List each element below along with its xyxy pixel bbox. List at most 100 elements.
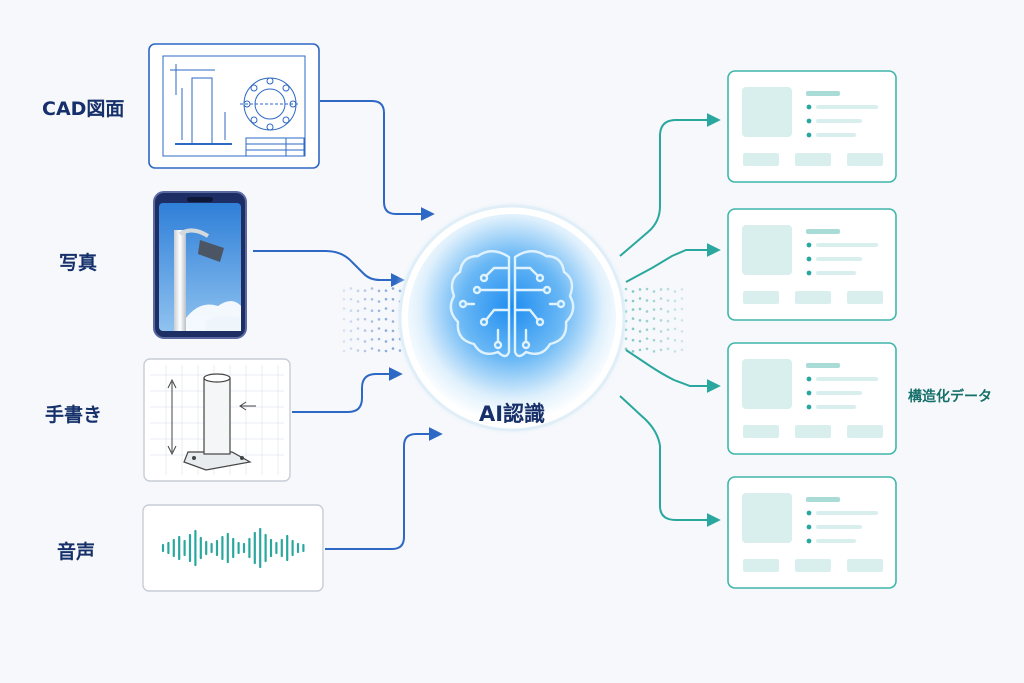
arrow-handwritten-to-ai: [292, 367, 403, 413]
photo-streetlight-icon: [159, 197, 241, 331]
particle-dot: [384, 297, 388, 301]
structured-data-card: [727, 342, 897, 455]
particle-dot: [342, 297, 346, 301]
particle-dot: [356, 337, 360, 341]
particle-dot: [370, 309, 374, 313]
particle-dot: [638, 288, 642, 291]
particle-dot: [363, 289, 367, 292]
particle-dot: [370, 329, 374, 333]
particle-dot: [638, 297, 642, 300]
particle-dot: [363, 297, 367, 301]
particle-dot: [363, 317, 367, 321]
particle-dot: [342, 349, 346, 353]
handwritten-card: [143, 358, 291, 482]
ai-recognition-core: [390, 196, 634, 440]
particle-dot: [652, 299, 656, 303]
arrow-ai-to-card-4: [619, 395, 721, 527]
particle-dot: [342, 307, 346, 310]
particle-dot: [370, 347, 374, 350]
particle-dot: [666, 328, 670, 332]
particle-dot: [673, 338, 677, 342]
particle-dot: [384, 340, 388, 343]
particle-dot: [680, 339, 684, 343]
particle-dot: [377, 337, 381, 341]
particle-dot: [363, 329, 367, 332]
particle-dot: [680, 297, 684, 300]
particle-dot: [349, 347, 353, 350]
cad-drawing-card: [148, 43, 320, 169]
particle-dot: [666, 347, 670, 351]
particle-dot: [384, 329, 388, 332]
particle-dot: [680, 307, 684, 311]
structured-data-card-icon: [742, 87, 883, 166]
particle-dot: [659, 319, 663, 322]
particle-dot: [370, 320, 374, 323]
particle-dot: [680, 319, 684, 322]
particle-dot: [652, 327, 656, 331]
particle-dot: [356, 349, 360, 352]
particle-dot: [645, 287, 649, 291]
particle-dot: [673, 299, 677, 303]
particle-dot: [638, 307, 642, 311]
particle-dot: [349, 320, 353, 323]
particle-dot: [363, 349, 367, 353]
particle-dot: [384, 349, 388, 353]
arrow-ai-to-card-2: [625, 243, 721, 283]
particle-dot: [377, 289, 381, 293]
particle-dot: [349, 297, 353, 301]
arrow-audio-to-ai: [325, 427, 443, 550]
particle-dot: [370, 338, 374, 341]
particle-dot: [638, 330, 642, 333]
photo-card: [153, 191, 247, 339]
particle-dot: [666, 337, 670, 340]
particle-dot: [659, 288, 663, 291]
particle-dot: [342, 329, 346, 332]
particle-dot: [673, 327, 677, 331]
particle-dot: [659, 307, 663, 311]
particle-dot: [680, 348, 684, 352]
particle-dot: [349, 309, 353, 313]
input-label-handwritten: 手書き: [45, 404, 103, 426]
arrow-photo-to-ai: [253, 250, 405, 287]
particle-dot: [384, 307, 388, 310]
particle-dot: [363, 340, 367, 343]
particle-dot: [342, 289, 346, 292]
output-label-structured-data: 構造化データ: [908, 389, 992, 405]
particle-dot: [384, 289, 388, 292]
particle-dot: [356, 327, 360, 330]
particle-dot: [377, 349, 381, 352]
particle-dot: [631, 290, 635, 293]
particle-dot: [673, 317, 677, 320]
particle-dot: [659, 348, 663, 352]
particle-dot: [377, 327, 381, 330]
structured-data-card: [727, 70, 897, 183]
particle-dot: [377, 300, 381, 303]
particle-dot: [631, 350, 635, 353]
cad-drawing-icon: [162, 55, 306, 157]
audio-card: [142, 504, 324, 592]
particle-dot: [666, 299, 670, 302]
particle-dot: [370, 287, 374, 290]
input-label-cad: CAD図面: [42, 98, 125, 120]
brain-circuit-icon: [449, 250, 575, 358]
particle-dot: [645, 328, 649, 332]
arrow-cad-to-ai: [320, 100, 435, 221]
structured-data-card-icon: [742, 359, 883, 438]
particle-dot: [652, 317, 656, 320]
particle-dot: [659, 297, 663, 300]
handwritten-sketch-icon: [150, 365, 284, 475]
particle-dot: [377, 318, 381, 321]
particle-dot: [666, 319, 670, 323]
particle-dot: [645, 310, 649, 313]
particle-dot: [356, 300, 360, 303]
particle-dot: [356, 289, 360, 293]
particle-dot: [652, 338, 656, 342]
input-label-audio: 音声: [57, 541, 96, 563]
particle-dot: [363, 307, 367, 310]
particle-dot: [673, 308, 677, 311]
input-label-photo: 写真: [59, 252, 98, 274]
particle-dot: [659, 339, 663, 343]
arrow-ai-to-card-3: [625, 349, 721, 393]
particle-dot: [384, 317, 388, 321]
